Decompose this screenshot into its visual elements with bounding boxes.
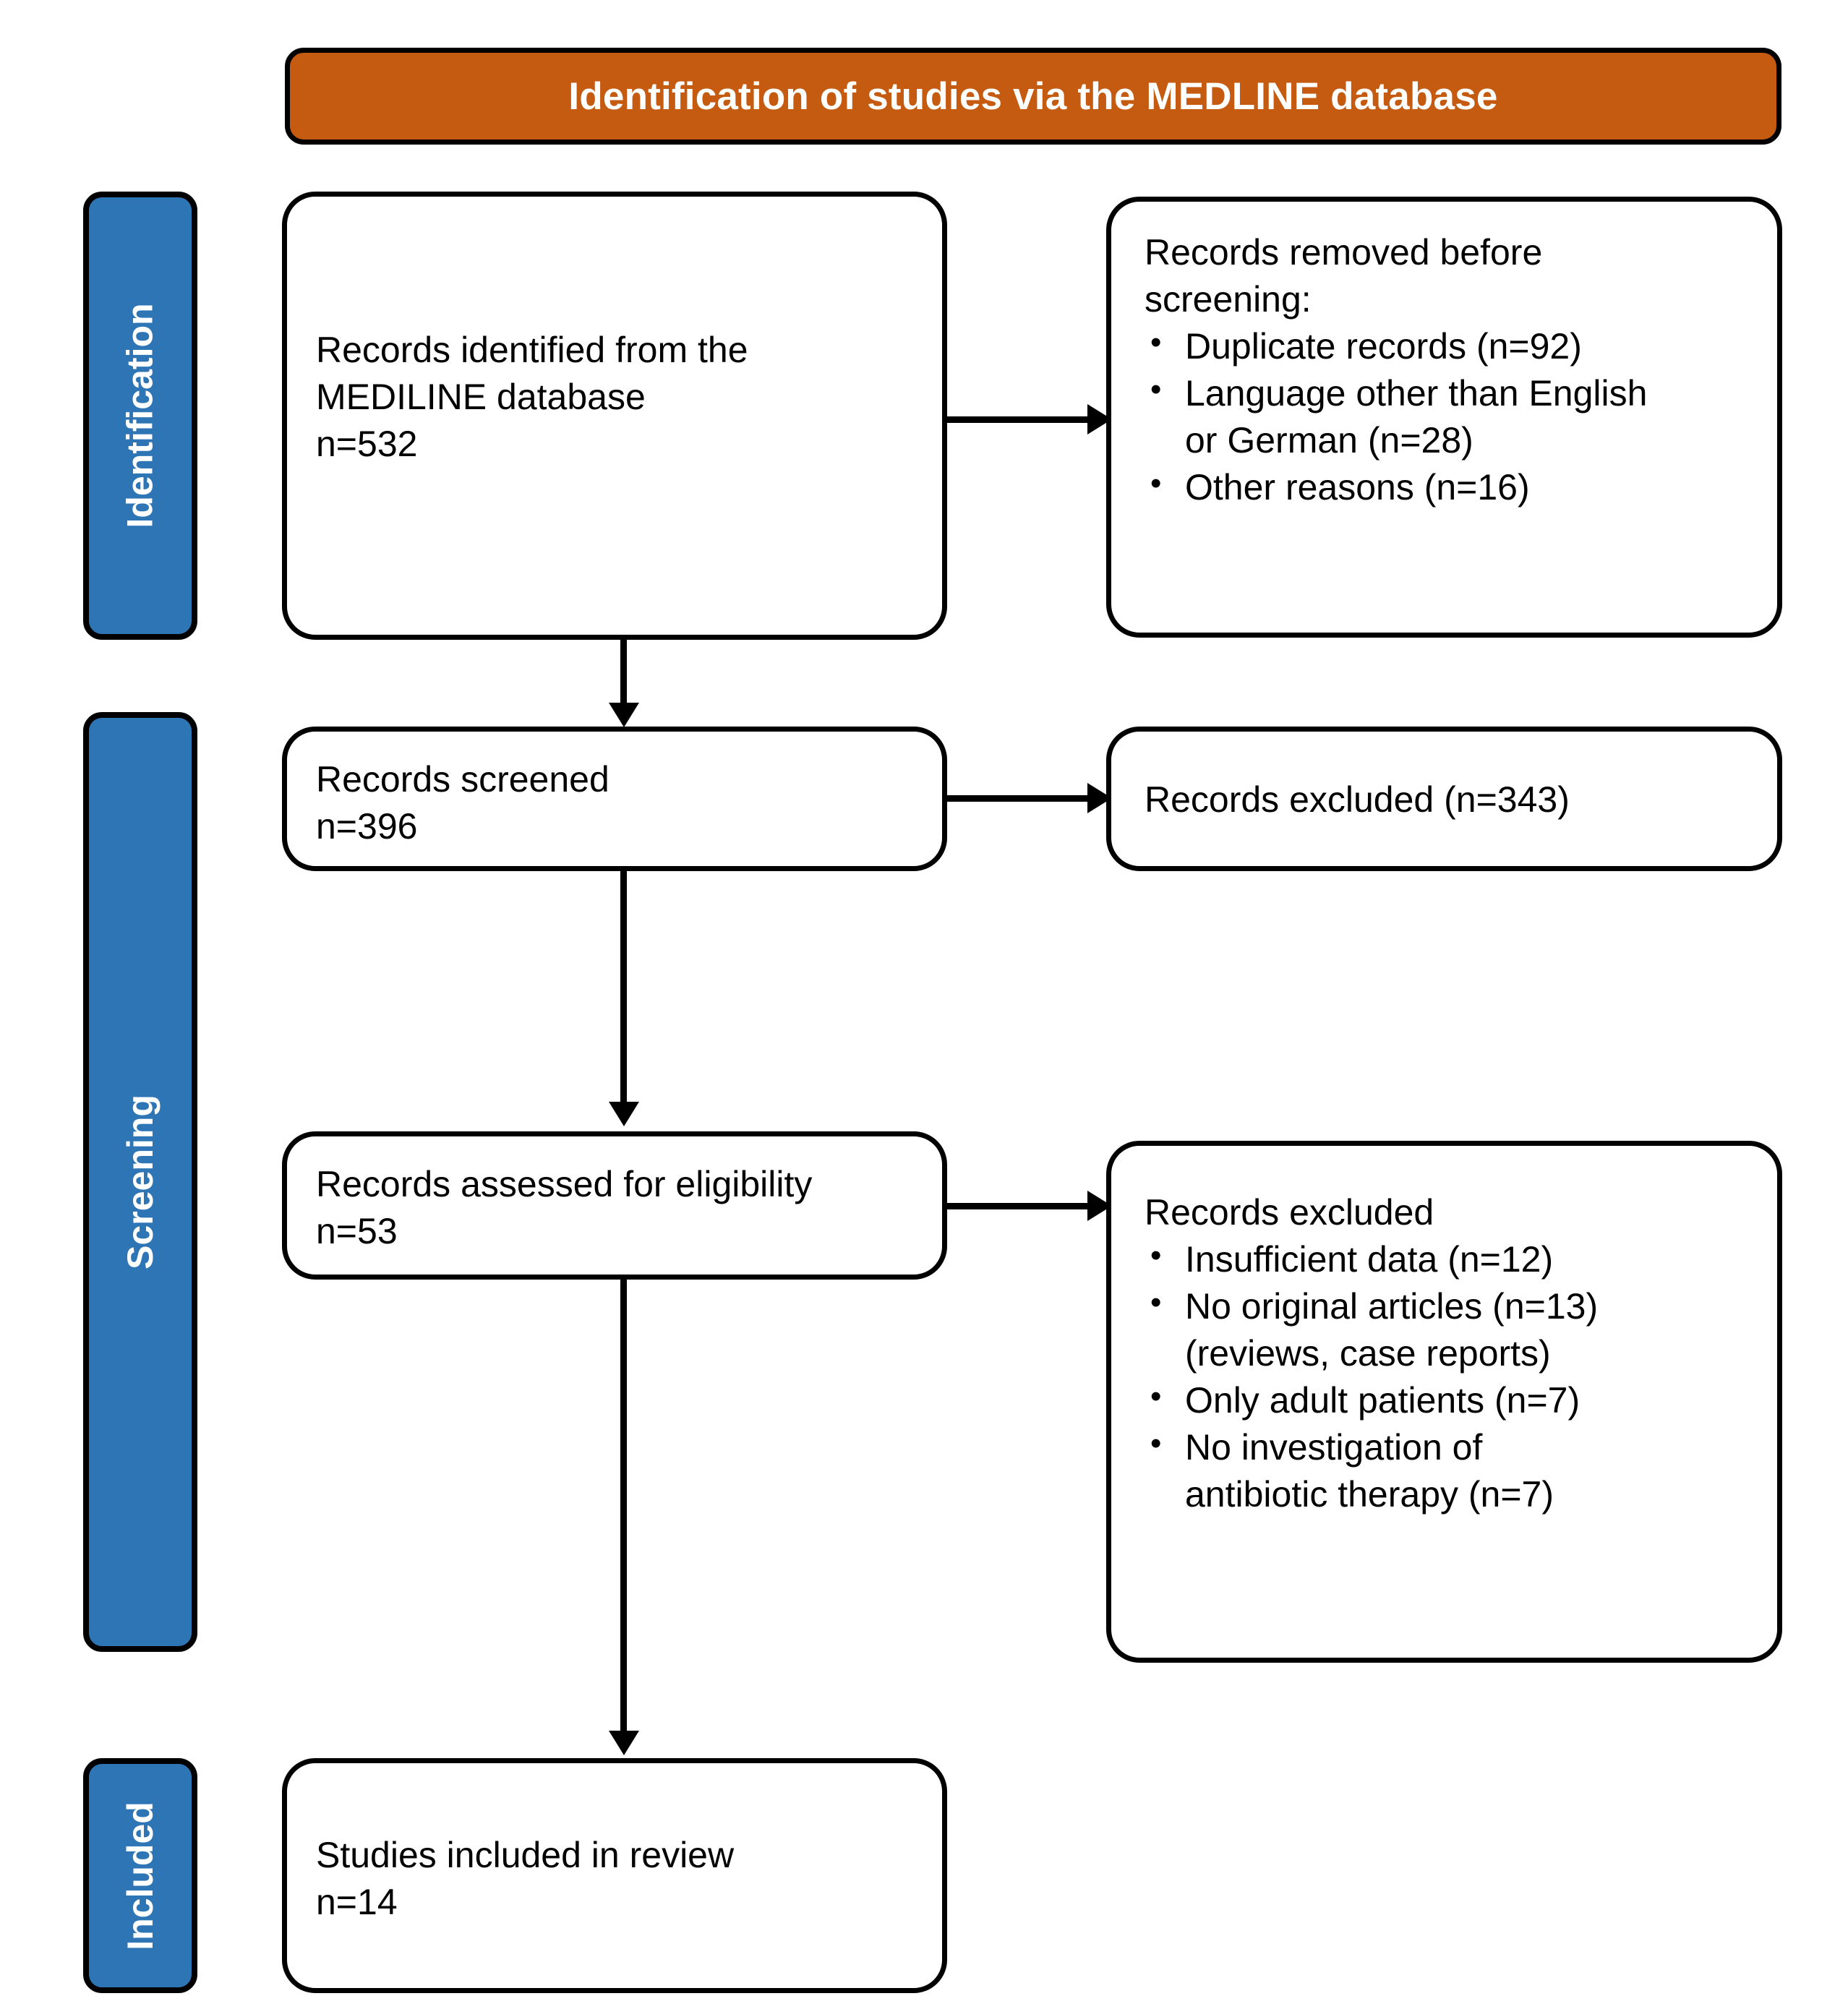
connector-screened-to-excluded (947, 795, 1092, 802)
box-records-screened: Records screened n=396 (282, 727, 947, 871)
box-records-assessed-for-eligibility: Records assessed for eligibility n=53 (282, 1131, 947, 1280)
box-records-removed-before-screening: Records removed before screening: Duplic… (1106, 197, 1782, 638)
list-item: No investigation of antibiotic therapy (… (1145, 1423, 1758, 1518)
stage-label-screening: Screening (120, 1095, 161, 1269)
text-line: n=53 (316, 1211, 398, 1251)
page-title: Identification of studies via the MEDLIN… (568, 74, 1498, 118)
box-studies-included-text: Studies included in review n=14 (316, 1832, 923, 1926)
stage-bar-screening: Screening (83, 712, 197, 1652)
text-line: n=532 (316, 424, 418, 464)
diagram-header-banner: Identification of studies via the MEDLIN… (285, 48, 1781, 145)
bullet-text: Language other than English (1185, 373, 1648, 414)
bullet-text: No original articles (n=13) (1185, 1286, 1599, 1327)
connector-identified-to-removed (947, 416, 1092, 423)
list-item: Other reasons (n=16) (1145, 463, 1758, 511)
list-item: Insufficient data (n=12) (1145, 1235, 1758, 1283)
box-records-removed-text: Records removed before screening: Duplic… (1145, 229, 1758, 511)
arrowhead-screened-to-assessed (609, 1102, 639, 1126)
text-line: Studies included in review (316, 1835, 735, 1875)
bullet-text: Other reasons (n=16) (1185, 467, 1530, 507)
text-line: n=396 (316, 806, 418, 847)
text-line: screening: (1145, 279, 1312, 320)
bullet-text: No investigation of (1185, 1427, 1483, 1468)
text-line: Records screened (316, 759, 609, 800)
list-item: No original articles (n=13) (reviews, ca… (1145, 1282, 1758, 1377)
text-line: Records identified from the (316, 330, 748, 370)
connector-identified-to-screened (620, 640, 627, 709)
connector-screened-to-assessed (620, 871, 627, 1106)
stage-label-included: Included (120, 1801, 161, 1950)
text-line: Records excluded (n=343) (1145, 779, 1570, 820)
stage-label-identification: Identification (120, 303, 161, 528)
bullet-text-continuation: antibiotic therapy (n=7) (1185, 1474, 1554, 1515)
bullet-text: Insufficient data (n=12) (1185, 1239, 1554, 1280)
list-item: Only adult patients (n=7) (1145, 1376, 1758, 1424)
bullet-text: Duplicate records (n=92) (1185, 326, 1582, 367)
arrowhead-identified-to-screened (609, 703, 639, 727)
box-studies-included-in-review: Studies included in review n=14 (282, 1758, 947, 1993)
arrowhead-assessed-to-included (609, 1731, 639, 1755)
records-excluded-bullet-list: Insufficient data (n=12) No original art… (1145, 1235, 1758, 1518)
box-records-excluded-screening: Records excluded (n=343) (1106, 727, 1782, 871)
connector-assessed-to-excluded (947, 1203, 1092, 1209)
list-item: Language other than English or German (n… (1145, 369, 1758, 464)
text-line: MEDILINE database (316, 377, 646, 417)
box-records-excluded-eligibility-text: Records excluded Insufficient data (n=12… (1145, 1189, 1758, 1518)
box-records-identified-text: Records identified from the MEDILINE dat… (316, 327, 923, 468)
stage-bar-included: Included (83, 1758, 197, 1993)
records-removed-bullet-list: Duplicate records (n=92) Language other … (1145, 322, 1758, 511)
box-records-excluded-eligibility: Records excluded Insufficient data (n=12… (1106, 1141, 1782, 1663)
bullet-text-continuation: (reviews, case reports) (1185, 1333, 1551, 1374)
text-line: Records removed before (1145, 232, 1543, 273)
stage-bar-identification: Identification (83, 192, 197, 640)
box-records-assessed-text: Records assessed for eligibility n=53 (316, 1161, 923, 1255)
box-records-identified: Records identified from the MEDILINE dat… (282, 192, 947, 640)
text-line: Records assessed for eligibility (316, 1164, 813, 1204)
text-line: n=14 (316, 1882, 398, 1922)
list-item: Duplicate records (n=92) (1145, 322, 1758, 370)
text-line: Records excluded (1145, 1192, 1434, 1233)
bullet-text: Only adult patients (n=7) (1185, 1380, 1580, 1421)
box-records-excluded-screening-text: Records excluded (n=343) (1145, 776, 1758, 823)
box-records-screened-text: Records screened n=396 (316, 756, 923, 850)
connector-assessed-to-included (620, 1280, 627, 1735)
bullet-text-continuation: or German (n=28) (1185, 420, 1473, 461)
